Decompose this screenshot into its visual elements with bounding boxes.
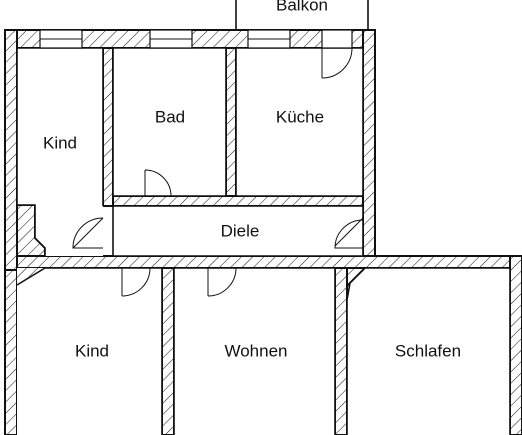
room-interiors — [17, 48, 510, 435]
door-kind-bottom-swing — [121, 267, 151, 297]
wall-above-diele — [112, 195, 364, 207]
label-schlafen: Schlafen — [395, 341, 461, 360]
door-kueche-swing — [334, 217, 364, 249]
label-bad: Bad — [155, 107, 185, 126]
wall-left-lower — [4, 269, 18, 435]
wall-kind-bad — [102, 47, 114, 207]
wall-kind-wohnen — [161, 267, 175, 435]
label-balkon: Balkon — [276, 0, 328, 14]
label-diele: Diele — [221, 221, 260, 240]
door-balcony-swing — [321, 47, 353, 79]
room-labels: Balkon Kind Bad Küche Diele Kind Wohnen … — [43, 0, 461, 360]
balcony-door — [321, 29, 353, 49]
wall-right-lower — [509, 255, 522, 435]
windows — [39, 29, 353, 49]
wall-middle — [16, 255, 522, 269]
doors — [72, 47, 364, 297]
door-wohnen-swing — [207, 267, 237, 297]
door-kind-top-swing — [72, 217, 104, 249]
wall-left-upper — [4, 29, 18, 286]
label-kind-top: Kind — [43, 133, 77, 152]
label-wohnen: Wohnen — [224, 341, 287, 360]
wall-right-kueche — [362, 29, 376, 259]
wall-bad-kueche — [225, 47, 237, 207]
label-kind-bottom: Kind — [75, 341, 109, 360]
door-bad-swing — [144, 169, 172, 197]
wall-wohnen-schlafen — [334, 267, 348, 435]
label-kueche: Küche — [276, 107, 324, 126]
